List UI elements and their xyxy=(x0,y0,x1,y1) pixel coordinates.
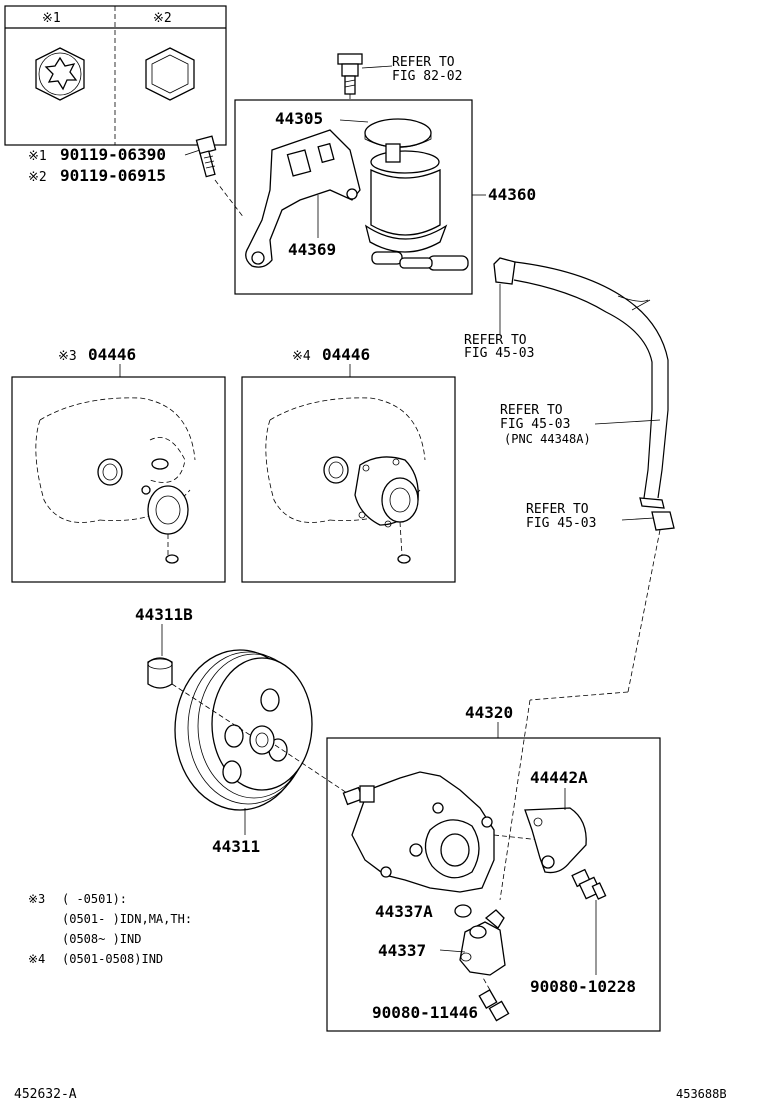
gasket-kit-3: ※3 04446 xyxy=(11,345,226,583)
bracket-bolt-icon xyxy=(195,135,217,178)
svg-text:※4: ※4 xyxy=(292,349,311,364)
bolt-part-notes: ※1 90119-06390 ※2 90119-06915 xyxy=(28,135,245,219)
footer-right-code: 453688B xyxy=(676,1087,727,1101)
pump-bracket-44442A xyxy=(524,807,587,874)
refer-hose-low-line1: REFER TO xyxy=(526,502,589,517)
footnote-3-line3: (0508~ )IND xyxy=(62,932,141,946)
label-44337A[interactable]: 44337A xyxy=(375,902,433,921)
reservoir-bracket-44369 xyxy=(245,129,361,268)
footnote-3-line1: ( -0501): xyxy=(62,892,127,906)
refer-hose-mid-line2[interactable]: FIG 45-03 xyxy=(500,417,570,432)
power-steering-pump xyxy=(342,771,541,893)
pump-assembly-box: 44442A 44337A 44337 90080-10228 90080-11… xyxy=(326,737,661,1032)
label-44369[interactable]: 44369 xyxy=(288,240,336,259)
return-hose xyxy=(493,257,675,531)
svg-text:※3: ※3 xyxy=(58,349,77,364)
footnotes: ※3 ( -0501): (0501- )IDN,MA,TH: (0508~ )… xyxy=(28,892,192,966)
footnote-3-line2: (0501- )IDN,MA,TH: xyxy=(62,912,192,926)
refer-hose-mid-line3: (PNC 44348A) xyxy=(504,432,591,446)
top-refer-line2[interactable]: FIG 82-02 xyxy=(392,69,462,84)
footer-left-code: 452632-A xyxy=(14,1087,77,1102)
part-90119-06390[interactable]: 90119-06390 xyxy=(60,145,166,164)
svg-text:※3: ※3 xyxy=(28,892,45,906)
union-bolt-90080-11446 xyxy=(478,975,510,1022)
legend-col2-label: ※2 xyxy=(153,11,172,26)
top-refer-bolt: REFER TO FIG 82-02 xyxy=(337,53,462,100)
label-44305[interactable]: 44305 xyxy=(275,109,323,128)
torx-hex-head-icon xyxy=(35,47,85,101)
part-90119-06915[interactable]: 90119-06915 xyxy=(60,166,166,185)
pulley-nut-44311B: 44311B xyxy=(135,605,193,689)
label-90080-11446[interactable]: 90080-11446 xyxy=(372,1003,478,1022)
label-44360[interactable]: 44360 xyxy=(488,185,536,204)
hex-head-icon xyxy=(145,47,195,101)
label-44311B[interactable]: 44311B xyxy=(135,605,193,624)
fastener-legend: ※1 ※2 xyxy=(4,5,227,146)
gasket-kit-4: ※4 04446 xyxy=(241,345,456,583)
svg-text:※4: ※4 xyxy=(28,952,45,966)
label-90080-10228[interactable]: 90080-10228 xyxy=(530,977,636,996)
svg-text:※1: ※1 xyxy=(28,149,47,164)
footnote-4-line1: (0501-0508)IND xyxy=(62,952,163,966)
pulley-44311: 44311 xyxy=(171,649,351,856)
label-44320[interactable]: 44320 xyxy=(465,703,513,722)
label-kit4-04446[interactable]: 04446 xyxy=(322,345,370,364)
reservoir-assembly-box: 44305 44369 xyxy=(234,99,473,295)
top-refer-line1: REFER TO xyxy=(392,55,455,70)
label-44311[interactable]: 44311 xyxy=(212,837,260,856)
refer-hose-top-line1: REFER TO xyxy=(464,333,527,348)
pump-union-44337 xyxy=(459,909,506,976)
svg-text:※2: ※2 xyxy=(28,170,47,185)
label-44442A[interactable]: 44442A xyxy=(530,768,588,787)
reservoir-tank xyxy=(364,143,469,271)
refer-hose-mid-line1: REFER TO xyxy=(500,403,563,418)
legend-col1-label: ※1 xyxy=(42,11,61,26)
refer-hose-low-line2[interactable]: FIG 45-03 xyxy=(526,516,596,531)
bracket-bolt-90080-10228 xyxy=(571,868,607,975)
label-kit3-04446[interactable]: 04446 xyxy=(88,345,136,364)
reservoir-cap-44305 xyxy=(364,118,432,148)
label-44337[interactable]: 44337 xyxy=(378,941,426,960)
refer-hose-top-line2[interactable]: FIG 45-03 xyxy=(464,346,534,361)
